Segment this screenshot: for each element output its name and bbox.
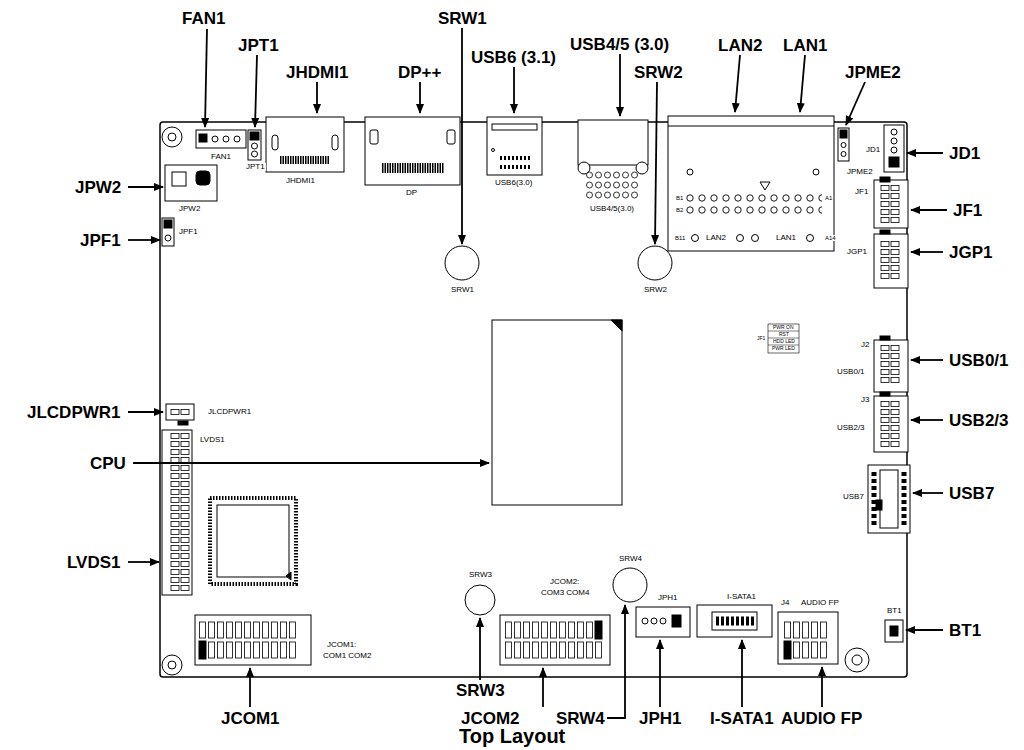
silkscreen-label: LVDS1 [199,436,226,444]
callout-label: JLCDPWR1 [26,404,122,421]
silkscreen-label: JLCDPWR1 [207,408,252,416]
silkscreen-label: SRW2 [643,286,668,294]
silkscreen-label: DP [405,189,418,197]
silkscreen-label: COM1 COM2 [322,652,372,660]
silkscreen-label: JPH1 [657,594,679,602]
callout-label: BT1 [948,622,982,639]
callout-label: DP++ [397,64,442,81]
pin-label: A1 [824,195,833,201]
silkscreen-label: SRW4 [618,555,643,563]
callout-label: USB2/3 [948,412,1010,429]
silkscreen-label: JPF1 [178,228,199,236]
silkscreen-label: JCOM2: [549,578,580,586]
silkscreen-label: USB0/1 [836,368,866,376]
pin-label: A14 [824,235,837,241]
callout-label: CPU [89,455,127,472]
silkscreen-label: USB2/3 [836,424,866,432]
callout-label: JHDMI1 [285,64,349,81]
callout-label: LAN2 [717,37,763,54]
silkscreen-label: J3 [860,396,870,404]
callout-label: JCOM2 [460,710,521,727]
table-cell: JF1 [756,336,766,341]
silkscreen-label: JPW2 [178,205,201,213]
callout-label: JPW2 [74,179,122,196]
callout-label: LAN1 [782,37,828,54]
table-cell: HDD LED [772,339,796,344]
callout-label: JF1 [952,202,983,219]
callout-label: USB0/1 [948,352,1010,369]
pin-label: B1 [675,195,684,201]
silkscreen-label: JPME2 [846,168,874,176]
callout-label: USB4/5 (3.0) [569,36,670,53]
table-cell: PWR LED [771,346,796,351]
callout-label: JD1 [948,145,981,162]
silkscreen-label: JCOM1: [326,641,357,649]
silkscreen-label: JF1 [854,188,869,196]
caption: Top Layout [458,726,566,746]
callout-label: JGP1 [948,244,993,261]
silkscreen-label: SRW3 [468,571,493,579]
silkscreen-label: J2 [860,341,870,349]
silkscreen-label: JPT1 [245,163,266,171]
callout-label: USB7 [948,485,995,502]
table-cell: RST [778,332,790,337]
callout-label: JPF1 [79,232,122,249]
pin-label: B2 [675,207,684,213]
callout-label: SRW3 [455,682,506,699]
callout-label: SRW2 [633,64,684,81]
callout-label: JCOM1 [220,710,281,727]
callout-label: AUDIO FP [780,710,863,727]
callout-label: USB6 (3.1) [470,49,557,66]
silkscreen-label: I-SATA1 [726,593,757,601]
silkscreen-label: USB7 [842,493,865,501]
silkscreen-label: JD1 [865,146,881,154]
silkscreen-label: USB6(3.0) [494,179,533,187]
callout-label: LVDS1 [66,554,122,571]
silkscreen-label: BT1 [886,607,903,615]
silkscreen-label: J4 [780,599,790,607]
table-cell: PWR ON [772,325,795,330]
callout-label: FAN1 [181,10,226,27]
callout-label: JPH1 [638,710,683,727]
callout-label: SRW1 [437,10,488,27]
silkscreen-label: JGP1 [846,248,868,256]
callout-label: JPT1 [237,37,280,54]
silkscreen-label: LAN2 [705,234,727,242]
silkscreen-label: COM3 COM4 [540,589,590,597]
silkscreen-label: USB4/5(3.0) [589,205,635,213]
callout-label: SRW4 [555,710,606,727]
silkscreen-label: LAN1 [775,234,797,242]
callout-label: I-SATA1 [709,710,775,727]
silkscreen-label: SRW1 [450,286,475,294]
pin-label: B11 [674,235,686,241]
silkscreen-label: JHDMI1 [285,177,316,185]
silkscreen-label: AUDIO FP [800,599,840,607]
callout-label: JPME2 [844,64,902,81]
silkscreen-label: FAN1 [210,153,232,161]
